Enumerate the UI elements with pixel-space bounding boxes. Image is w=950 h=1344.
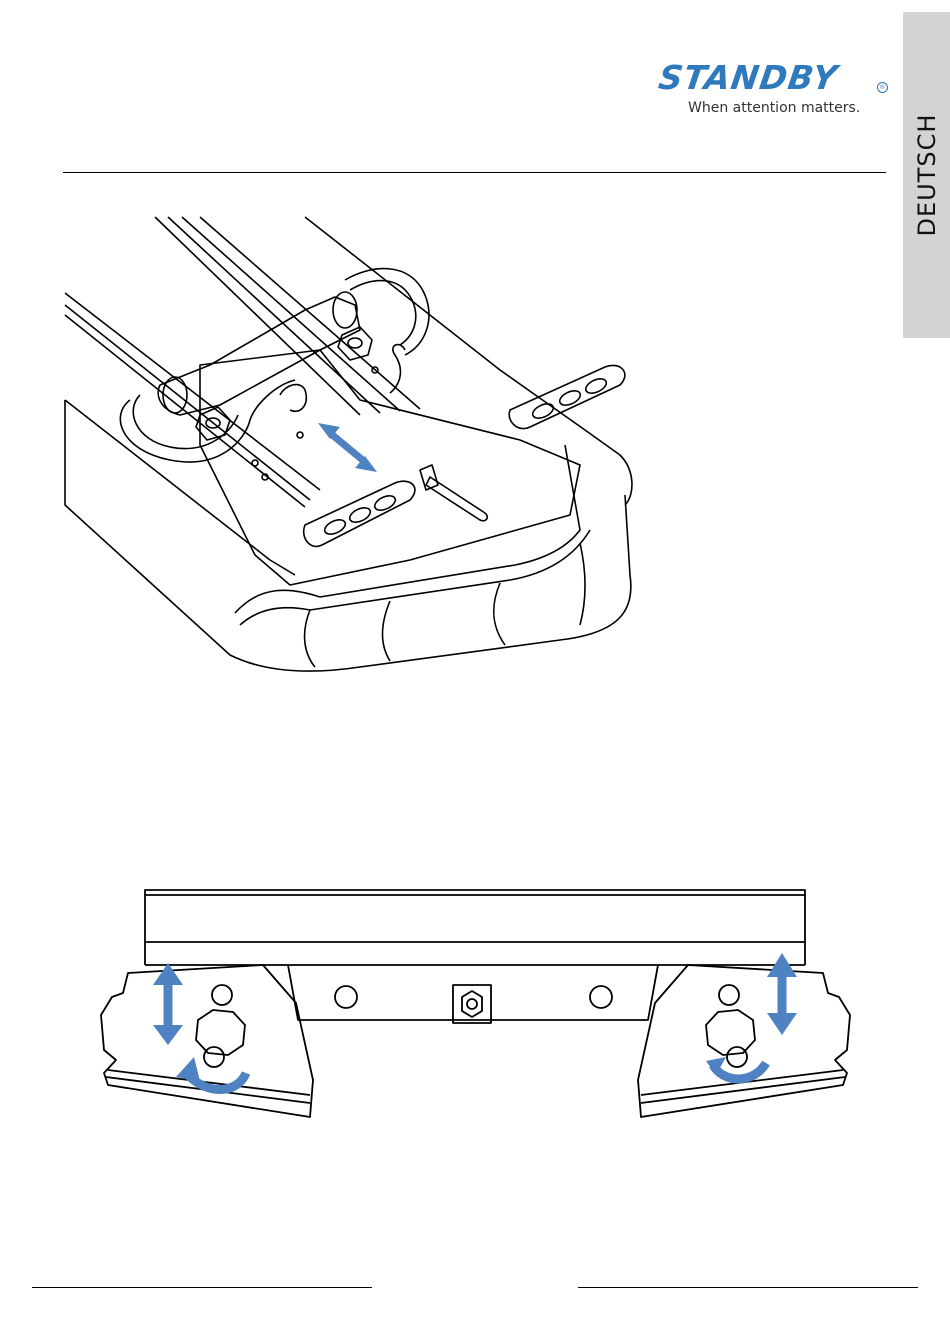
slotted-bracket-right [509,365,625,428]
locking-pin [426,477,487,521]
bolt-head [706,1010,755,1055]
plate-hole [297,432,303,438]
brand-logo: STANDBY ® When attention matters. [655,58,890,120]
right-bracket [638,965,850,1117]
adjust-arrows-icon [153,953,797,1090]
slot-hole [212,985,232,1005]
slot-hole [727,1047,747,1067]
brand-slogan: When attention matters. [688,100,860,116]
slotted-bracket-left [304,481,415,546]
bottom-figure [98,885,853,1125]
rail-line [65,315,305,507]
plate-hole [252,460,258,466]
hose-fitting [280,385,306,412]
slot-hole [204,1047,224,1067]
bolt-head [196,1010,245,1055]
hex-nut-hole [348,338,362,348]
lens-rim [240,530,590,625]
footer-divider-right [578,1287,918,1288]
lens-segment [383,601,391,661]
lens-segment [580,543,585,625]
rail-line [200,217,420,409]
lens-segment [494,583,505,645]
light-bar-top [145,890,805,942]
top-figure [60,215,650,675]
hex-nut [462,991,482,1017]
header-divider [63,172,886,173]
housing-outline [65,400,631,671]
cable-loop [350,281,416,345]
clamp-body [158,297,360,415]
lens-rim [235,445,580,613]
clamp-end [333,292,357,328]
housing-outline [305,217,632,505]
adjust-arrow-icon [318,423,377,472]
brand-wordmark: STANDBY [656,58,840,97]
registered-mark: ® [877,82,888,93]
housing-outline [65,400,295,575]
left-bracket [101,965,313,1117]
lens-segment [305,610,315,667]
footer-divider-left [32,1287,372,1288]
language-label: DEUTSCH [913,114,941,237]
bar-hole [335,986,357,1008]
clamp-end [163,377,187,413]
slot-hole [719,985,739,1005]
language-tab: DEUTSCH [903,12,950,338]
bar-hole [590,986,612,1008]
rail-line [65,305,310,500]
